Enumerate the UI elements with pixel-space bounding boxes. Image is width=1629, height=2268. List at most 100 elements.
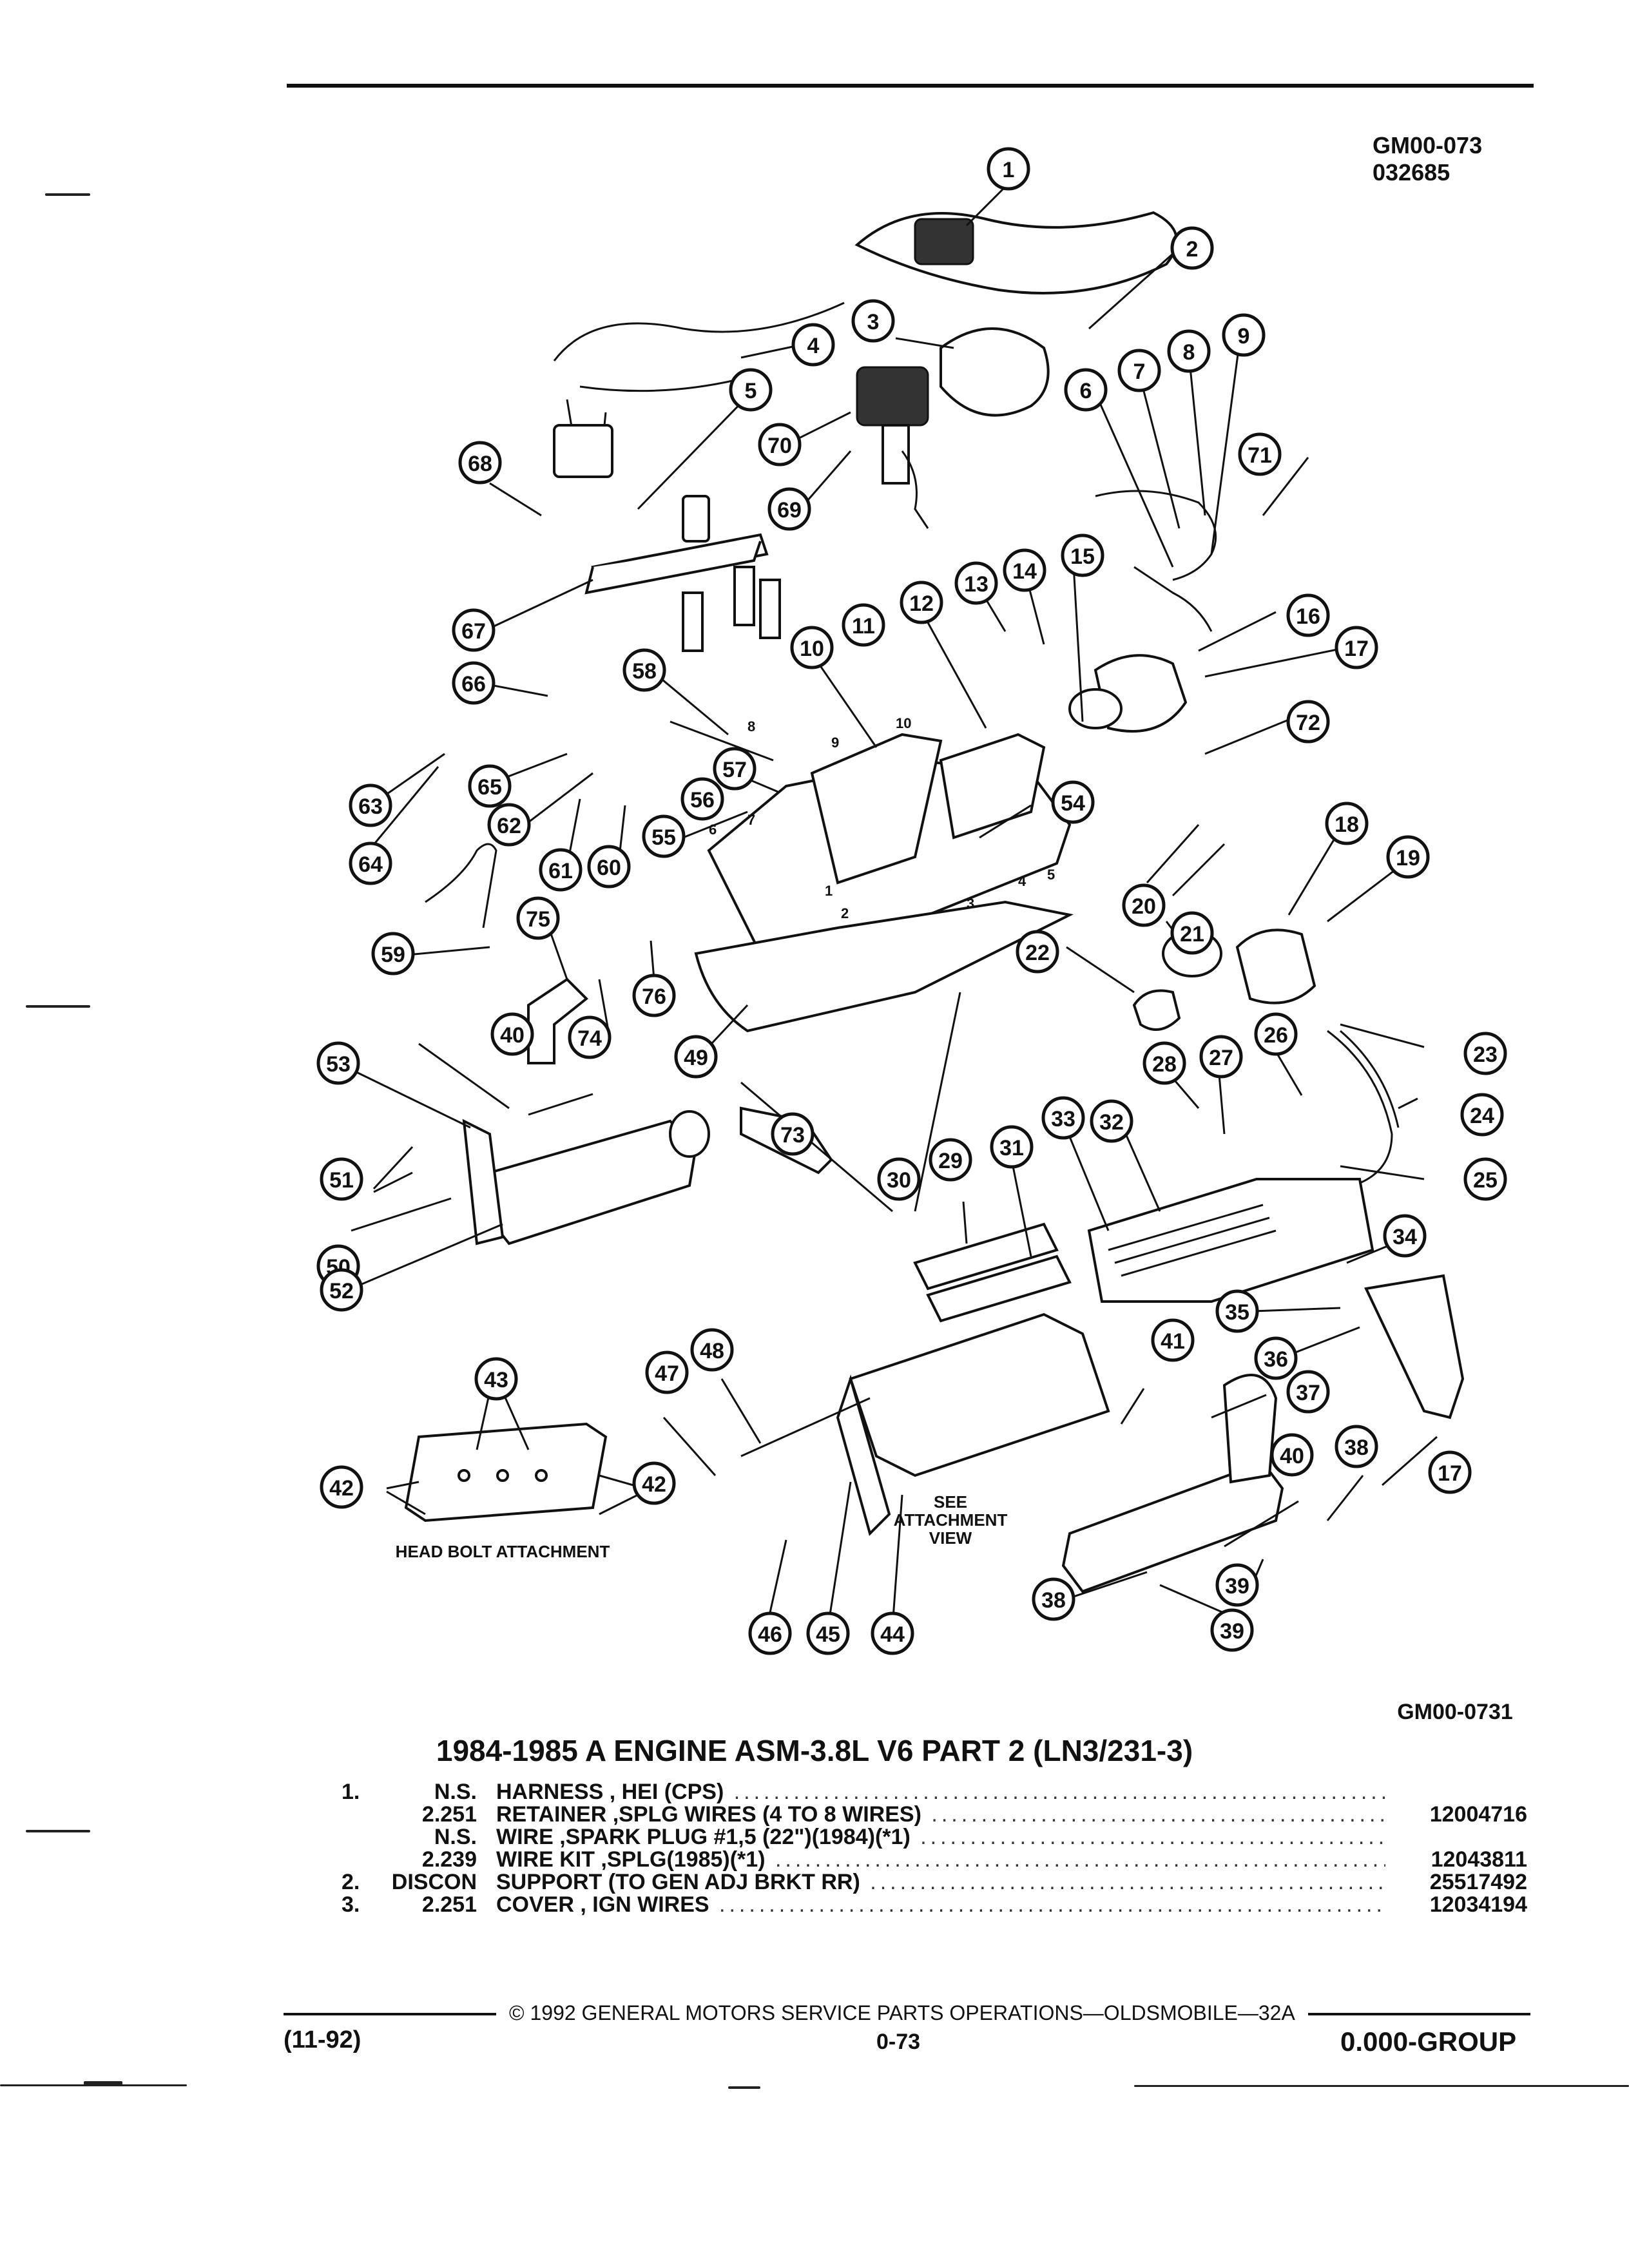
callout-number: 66 — [461, 672, 486, 697]
exploded-engine-diagram: 1234567891011121314151617171819202122232… — [316, 147, 1513, 1724]
callout-number: 26 — [1264, 1023, 1288, 1048]
callout-circle — [642, 814, 686, 858]
callout-bubble: 61 — [539, 848, 583, 892]
service-code: N.S. — [434, 1825, 477, 1849]
callout-number: 60 — [597, 856, 621, 880]
callout-circle — [1122, 883, 1166, 927]
callout-bubble: 75 — [516, 896, 560, 940]
callout-circle — [1016, 930, 1059, 974]
callout-bubble: 26 — [1254, 1012, 1298, 1056]
callout-circle — [748, 1611, 792, 1655]
description-text: COVER , IGN WIRES — [496, 1892, 709, 1917]
head-bolt-attachment-label: HEAD BOLT ATTACHMENT — [396, 1542, 610, 1561]
manifold-position-label: 6 — [709, 822, 717, 838]
callout-number: 34 — [1393, 1225, 1417, 1249]
callout-bubble: 60 — [587, 845, 631, 889]
callout-circle — [842, 603, 885, 647]
callout-number: 43 — [484, 1368, 508, 1392]
callout-circle — [1460, 1093, 1504, 1137]
callout-bubble: 18 — [1325, 802, 1369, 845]
service-code: N.S. — [434, 1780, 477, 1804]
item-number: 1. — [342, 1780, 360, 1804]
callout-number: 13 — [964, 572, 988, 597]
callout-circle — [349, 841, 392, 885]
rocker-arms — [913, 1222, 1072, 1323]
callout-bubble: 76 — [632, 974, 676, 1017]
part-description: HARNESS , HEI (CPS) ....................… — [496, 1780, 1385, 1805]
dot-leader: ........................................… — [870, 1870, 1385, 1894]
callout-bubble: 38 — [1335, 1425, 1378, 1468]
description-text: SUPPORT (TO GEN ADJ BRKT RR) — [496, 1870, 860, 1894]
dot-leader: ........................................… — [775, 1847, 1385, 1872]
callout-number: 33 — [1051, 1107, 1075, 1131]
callout-bubble: 10 — [790, 626, 834, 669]
parts-list-row: N.S. WIRE ,SPARK PLUG #1,5 (22")(1984)(*1… — [0, 1825, 1629, 1850]
callout-circle — [487, 803, 531, 847]
callout-circle — [468, 764, 512, 808]
callout-circle — [587, 845, 631, 889]
callout-number: 25 — [1473, 1168, 1498, 1193]
callout-bubble: 31 — [990, 1125, 1034, 1169]
callout-circle — [954, 561, 998, 605]
callout-bubble: 42 — [632, 1461, 676, 1505]
callout-circle — [1254, 1012, 1298, 1056]
callout-circle — [1090, 1099, 1133, 1143]
callout-bubble: 35 — [1215, 1289, 1259, 1333]
footer-rule-right — [1308, 2013, 1530, 2015]
figure-code: GM00-073 032685 — [1373, 132, 1482, 186]
part-description: SUPPORT (TO GEN ADJ BRKT RR) ...........… — [496, 1870, 1385, 1895]
callout-circle — [1064, 368, 1108, 412]
callout-number: 38 — [1344, 1436, 1369, 1460]
manifold-position-label: 2 — [841, 905, 849, 921]
parts-list-title: 1984-1985 A ENGINE ASM-3.8L V6 PART 2 (L… — [436, 1734, 1193, 1767]
vacuum-hoses — [1095, 490, 1217, 632]
hei-distributor-cap-wires — [854, 211, 1178, 294]
callout-bubble: 62 — [487, 803, 531, 847]
callout-circle — [680, 777, 724, 821]
callout-bubble: 70 — [758, 423, 802, 466]
callout-bubble: 59 — [371, 932, 415, 975]
callout-number: 3 — [867, 310, 880, 334]
callout-number: 39 — [1220, 1619, 1244, 1644]
callout-number: 64 — [358, 852, 383, 877]
callout-number: 73 — [780, 1123, 805, 1148]
part-description: WIRE ,SPARK PLUG #1,5 (22")(1984)(*1) ..… — [496, 1825, 1385, 1850]
callout-circle — [632, 974, 676, 1017]
callout-circle — [1383, 1214, 1427, 1258]
dot-leader: ........................................… — [733, 1780, 1385, 1804]
callout-bubble: 41 — [1151, 1318, 1195, 1362]
callout-bubble: 25 — [1463, 1157, 1507, 1201]
callout-circle — [1199, 1035, 1243, 1079]
scan-mark — [26, 1830, 90, 1832]
callout-number: 65 — [477, 775, 502, 800]
callout-bubble: 52 — [320, 1268, 363, 1312]
callout-circle — [771, 1112, 815, 1156]
callout-bubble: 8 — [1167, 329, 1211, 373]
callout-circle — [1286, 593, 1330, 637]
callout-number: 68 — [468, 452, 492, 476]
see-attachment-line2: ATTACHMENT — [894, 1510, 1008, 1530]
callout-number: 19 — [1396, 846, 1420, 870]
callout-number: 75 — [526, 907, 550, 932]
callout-number: 71 — [1248, 443, 1272, 468]
callout-number: 62 — [497, 814, 521, 838]
callout-number: 20 — [1132, 894, 1156, 919]
callout-bubble: 17 — [1428, 1450, 1472, 1494]
callout-circle — [316, 1041, 360, 1085]
callout-circle — [1463, 1157, 1507, 1201]
figure-code-line2: 032685 — [1373, 159, 1451, 186]
callout-circle — [1215, 1289, 1259, 1333]
part-number: 25517492 — [1429, 1870, 1527, 1894]
callout-bubble: 56 — [680, 777, 724, 821]
callout-circle — [1117, 349, 1161, 392]
intake-manifold — [694, 733, 1074, 1033]
description-text: RETAINER ,SPLG WIRES (4 TO 8 WIRES) — [496, 1802, 921, 1827]
callout-number: 22 — [1025, 941, 1050, 965]
callout-circle — [632, 1461, 676, 1505]
callout-number: 70 — [767, 434, 792, 458]
service-code: 2.251 — [421, 1892, 477, 1917]
callout-circle — [320, 1157, 363, 1201]
callout-bubble: 54 — [1051, 780, 1095, 824]
callout-number: 40 — [500, 1023, 525, 1048]
callout-circle — [1210, 1608, 1254, 1652]
